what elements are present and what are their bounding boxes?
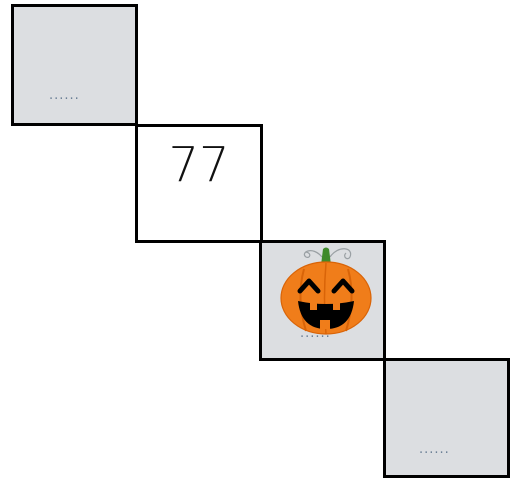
blank-placeholder: ......: [49, 89, 80, 102]
blank-placeholder: ......: [419, 443, 450, 456]
sequence-box-4: ......: [383, 358, 510, 478]
sequence-box-3: ......: [259, 240, 386, 361]
number-value: 77: [138, 141, 260, 189]
sequence-box-2: 77: [135, 124, 263, 243]
sequence-box-1: ......: [11, 4, 138, 126]
jack-o-lantern-icon: [276, 243, 376, 343]
